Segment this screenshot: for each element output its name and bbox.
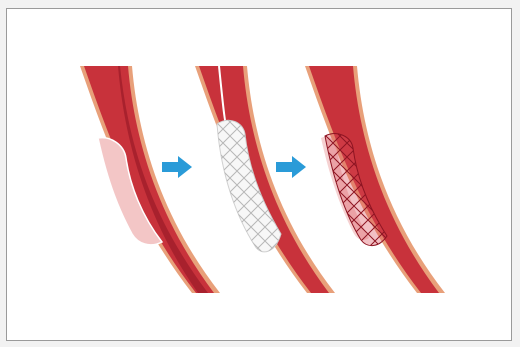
panel-balloon-stent [195, 66, 335, 293]
panel-expanded-stent [305, 66, 445, 293]
right-arrow-icon [276, 156, 306, 178]
panel-narrowed-artery [80, 66, 220, 293]
right-arrow-icon [162, 156, 192, 178]
